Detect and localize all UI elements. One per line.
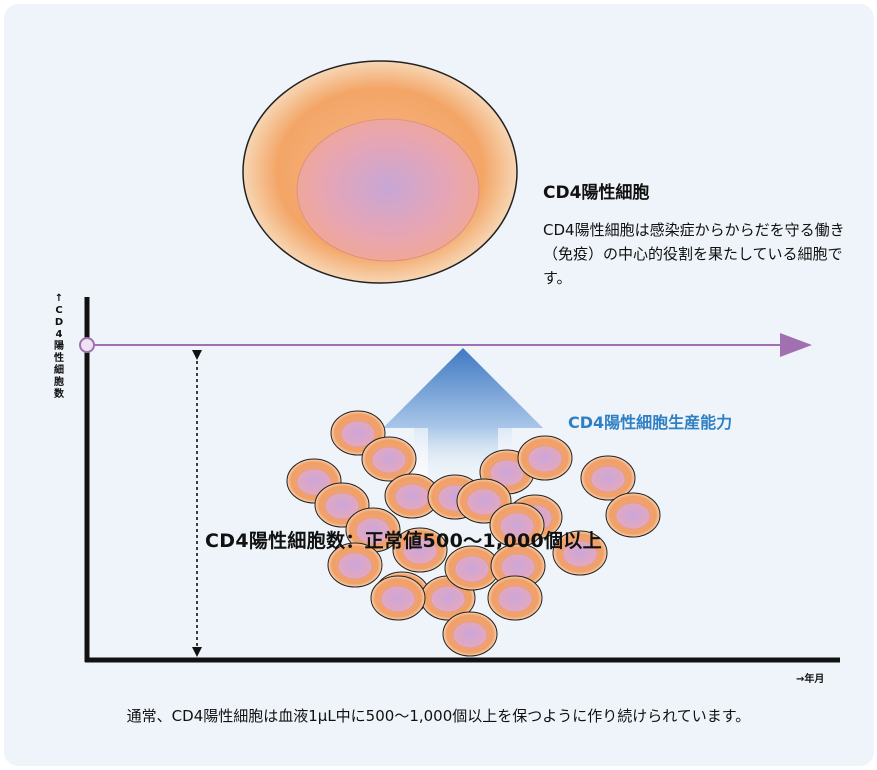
production-label: CD4陽性細胞生産能力 bbox=[568, 413, 733, 432]
small-cd4-cell bbox=[490, 543, 546, 589]
small-cd4-cell bbox=[442, 611, 498, 657]
cell-title: CD4陽性細胞 bbox=[543, 183, 650, 203]
small-cd4-cell bbox=[392, 527, 448, 573]
small-cd4-cell bbox=[327, 542, 383, 588]
large-cd4-cell bbox=[242, 60, 518, 284]
small-cd4-cell bbox=[517, 435, 573, 481]
small-cd4-cell bbox=[361, 436, 417, 482]
cell-description: CD4陽性細胞は感染症からからだを守る働き（免疫）の中心的役割を果たしている細胞… bbox=[543, 221, 845, 287]
small-cd4-cell bbox=[605, 492, 661, 538]
small-cd4-cell bbox=[489, 502, 545, 548]
small-cd4-cell bbox=[384, 473, 440, 519]
small-cd4-cell bbox=[580, 455, 636, 501]
x-axis-label: →年月 bbox=[796, 674, 825, 685]
small-cd4-cell bbox=[487, 575, 543, 621]
small-cd4-cell bbox=[345, 507, 401, 553]
small-cd4-cell bbox=[370, 575, 426, 621]
footnote: 通常、CD4陽性細胞は血液1μL中に500〜1,000個以上を保つように作り続け… bbox=[126, 707, 751, 725]
small-cd4-cell bbox=[552, 530, 608, 576]
normal-level-line bbox=[79, 333, 812, 357]
cell-cluster bbox=[286, 410, 661, 657]
normal-value-label: CD4陽性細胞数：正常値500〜1,000個以上 bbox=[205, 530, 602, 552]
small-cd4-cell bbox=[444, 545, 500, 591]
